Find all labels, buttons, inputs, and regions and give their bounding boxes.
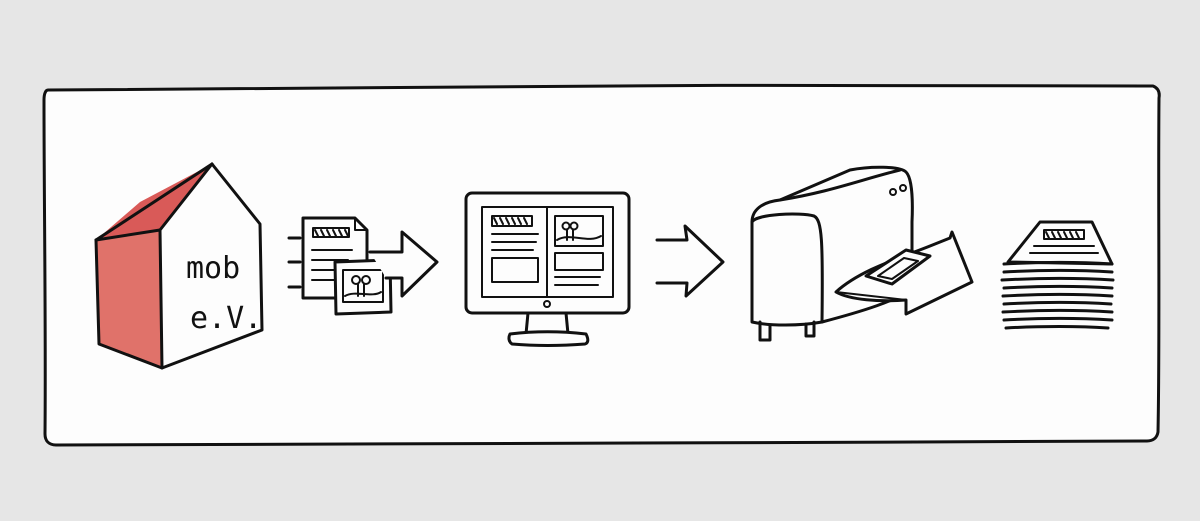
- printer-icon: [750, 165, 974, 342]
- house-front-face: [96, 230, 162, 368]
- house-icon: mob e.V.: [94, 162, 264, 370]
- arrow-icon: [655, 224, 725, 298]
- monitor-icon: [464, 191, 631, 347]
- house-label-line1: mob: [186, 251, 240, 286]
- arrow-icon: [368, 230, 439, 298]
- paper-stack-icon: [1000, 220, 1115, 330]
- documents-icon: [287, 216, 439, 316]
- house-label-line2: e.V.: [190, 301, 262, 336]
